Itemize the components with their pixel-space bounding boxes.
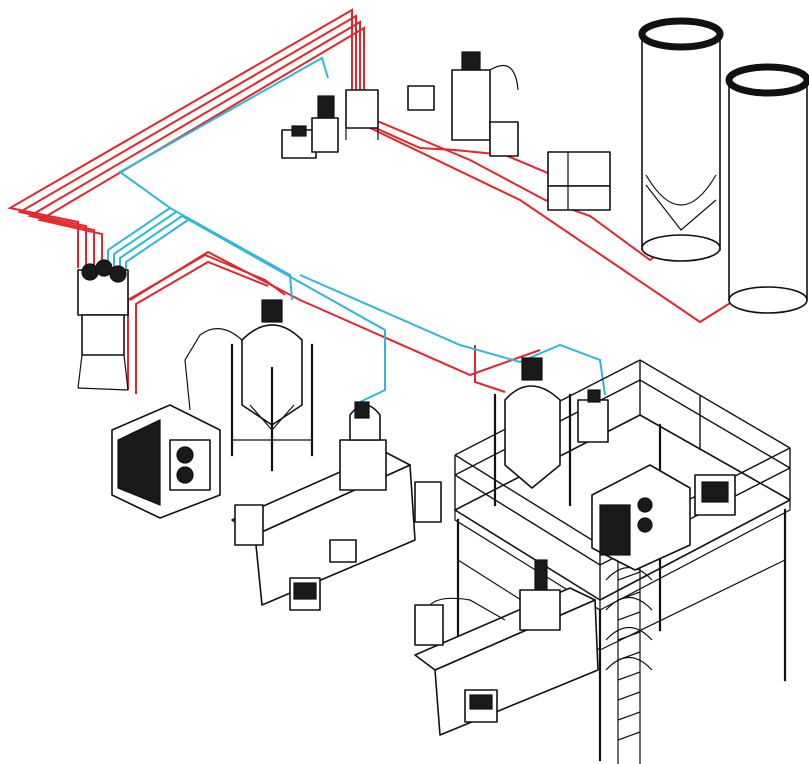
material-distribution-station (77, 259, 129, 391)
material-pipe-1 (107, 56, 329, 268)
injection-molding-machine-1 (231, 401, 442, 611)
vacuum-pipe-main-3 (27, 20, 361, 272)
material-pipe-network (107, 56, 606, 403)
vacuum-pipe-to-dryer-1b (135, 260, 269, 394)
vacuum-pipe-to-silo-2c (474, 345, 506, 393)
vacuum-pipe-long-run (365, 125, 736, 324)
vacuum-pipe-main-1 (7, 8, 353, 268)
storage-silo-1 (638, 17, 724, 262)
vacuum-pipe-main-4 (37, 26, 365, 274)
central-drying-hopper-1 (184, 299, 314, 472)
vacuum-pipe-main-2 (17, 14, 357, 270)
injection-molding-machine-2 (414, 559, 599, 736)
vacuum-pipe-to-silo-2b (129, 250, 541, 377)
vacuum-pipe-to-silo-2 (361, 121, 601, 196)
material-pipe-4 (125, 219, 189, 272)
central-vacuum-station (281, 51, 611, 211)
material-pipe-to-machine-1 (181, 215, 386, 403)
material-pipe-to-dryer (169, 207, 293, 301)
dehumidifier-dryer-2 (591, 464, 736, 571)
storage-silo-2 (725, 63, 809, 314)
material-pipe-2 (113, 211, 177, 268)
dehumidifier-dryer-1 (111, 404, 221, 519)
material-pipe-to-mezzanine (299, 274, 606, 396)
vacuum-pipe-to-silo-1 (369, 117, 681, 262)
vacuum-pipe-to-dryer-1 (127, 253, 286, 390)
central-drying-hopper-2 (493, 357, 609, 507)
